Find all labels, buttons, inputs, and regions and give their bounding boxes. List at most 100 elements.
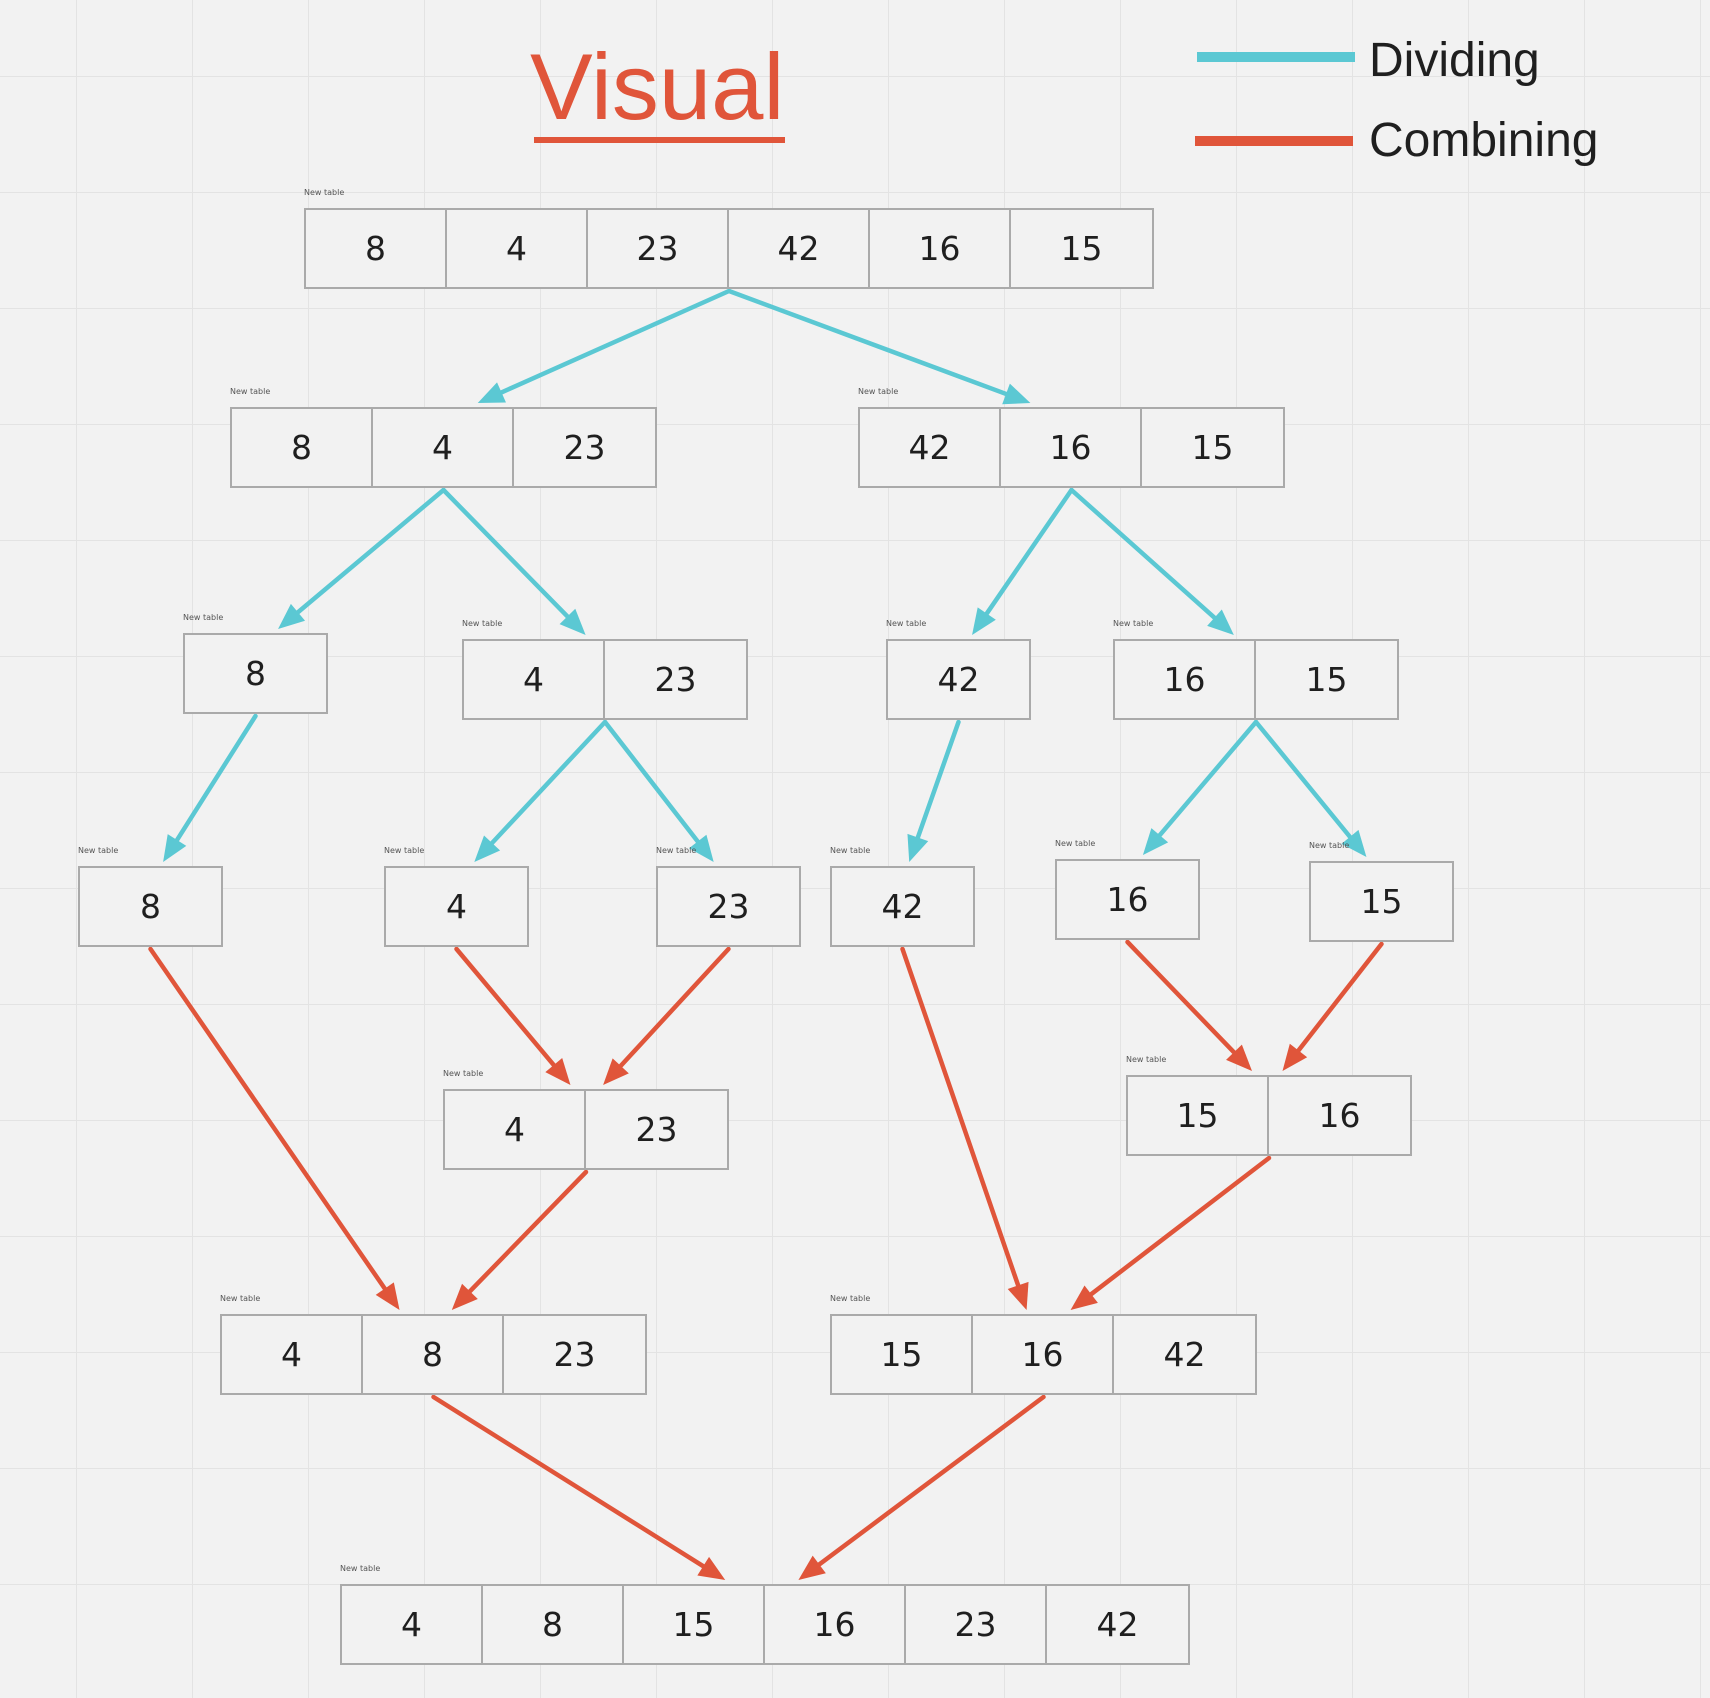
table-cell: 42 [881, 887, 924, 926]
table-cell: 8 [245, 654, 266, 693]
table-cell: 15 [1305, 660, 1348, 699]
legend-label-dividing: Dividing [1369, 34, 1540, 87]
arrow-dividing-line [489, 719, 608, 846]
arrow-dividing-head [972, 607, 996, 635]
arrow-dividing-head [689, 834, 714, 862]
table-row: 15 [1309, 861, 1454, 942]
table-label: New table [830, 846, 871, 855]
table-label: New table [886, 619, 927, 628]
arrow-dividing-line [499, 288, 732, 395]
table-cell: 23 [654, 660, 697, 699]
table-row: 4 23 [462, 639, 748, 720]
table-label: New table [656, 846, 697, 855]
table-cell: 8 [306, 210, 447, 287]
table-label: New table [183, 613, 224, 622]
arrow-combining-line [1088, 1155, 1272, 1297]
table-cell: 23 [563, 428, 606, 467]
table-label: New table [384, 846, 425, 855]
table-cell: 4 [222, 1316, 363, 1393]
arrow-combining-head [1007, 1281, 1029, 1310]
table-row: 4 [384, 866, 529, 947]
array-table-t3f: New table 15 [1309, 841, 1454, 942]
array-table-t3c: New table 23 [656, 846, 801, 947]
array-table-t2a: New table 8 [183, 613, 328, 714]
arrow-combining-line [148, 946, 388, 1291]
arrow-combining-line [454, 946, 557, 1068]
table-cell: 15 [1060, 229, 1103, 268]
legend-label-combining: Combining [1369, 114, 1599, 167]
arrow-combining-head [1226, 1044, 1253, 1071]
arrow-dividing-head [1207, 609, 1234, 635]
table-cell: 4 [464, 641, 605, 718]
table-label: New table [220, 1294, 261, 1303]
arrow-combining-line [1296, 941, 1384, 1053]
table-cell: 4 [373, 409, 514, 486]
arrow-combining-head [697, 1556, 726, 1580]
table-cell: 23 [553, 1335, 596, 1374]
arrow-dividing-line [984, 487, 1074, 616]
table-row: 8 [183, 633, 328, 714]
table-cell: 15 [1191, 428, 1234, 467]
arrow-combining-head [375, 1282, 400, 1310]
arrow-dividing-line [441, 487, 570, 619]
table-label: New table [830, 1294, 871, 1303]
table-cell: 15 [1360, 882, 1403, 921]
array-table-t3d: New table 42 [830, 846, 975, 947]
table-label: New table [230, 387, 271, 396]
arrow-combining-line [431, 1394, 706, 1569]
table-cell: 8 [140, 887, 161, 926]
table-cell: 15 [624, 1586, 765, 1663]
arrow-combining-line [900, 946, 1021, 1288]
table-cell: 42 [937, 660, 980, 699]
array-table-t2b: New table 4 23 [462, 619, 748, 720]
table-row: 23 [656, 866, 801, 947]
table-cell: 16 [765, 1586, 906, 1663]
arrow-combining-head [603, 1058, 629, 1085]
arrow-dividing-line [915, 719, 961, 840]
table-cell: 4 [342, 1586, 483, 1663]
table-cell: 42 [860, 409, 1001, 486]
table-label: New table [304, 188, 345, 197]
array-table-t3a: New table 8 [78, 846, 223, 947]
table-row: 42 [886, 639, 1031, 720]
table-cell: 23 [588, 210, 729, 287]
table-cell: 23 [635, 1110, 678, 1149]
array-table-t2c: New table 42 [886, 619, 1031, 720]
arrow-dividing-line [602, 719, 700, 844]
table-cell: 42 [729, 210, 870, 287]
arrow-dividing-head [163, 834, 187, 862]
arrow-dividing-line [295, 487, 446, 615]
arrow-dividing-head [1002, 383, 1031, 405]
table-cell: 4 [447, 210, 588, 287]
table-cell: 15 [1128, 1077, 1269, 1154]
table-label: New table [443, 1069, 484, 1078]
table-cell: 16 [1318, 1096, 1361, 1135]
table-label: New table [78, 846, 119, 855]
diagram-title: Visual [530, 34, 785, 139]
table-cell: 23 [707, 887, 750, 926]
table-label: New table [340, 1564, 381, 1573]
table-label: New table [1309, 841, 1350, 850]
arrow-dividing-head [907, 833, 929, 862]
table-cell: 8 [363, 1316, 504, 1393]
table-cell: 8 [483, 1586, 624, 1663]
table-cell: 42 [1096, 1605, 1139, 1644]
table-row: 8 [78, 866, 223, 947]
table-cell: 16 [1106, 880, 1149, 919]
arrow-combining-head [1070, 1285, 1098, 1310]
table-label: New table [462, 619, 503, 628]
table-row: 42 [830, 866, 975, 947]
arrow-dividing-line [1253, 719, 1353, 840]
table-cell: 16 [973, 1316, 1114, 1393]
